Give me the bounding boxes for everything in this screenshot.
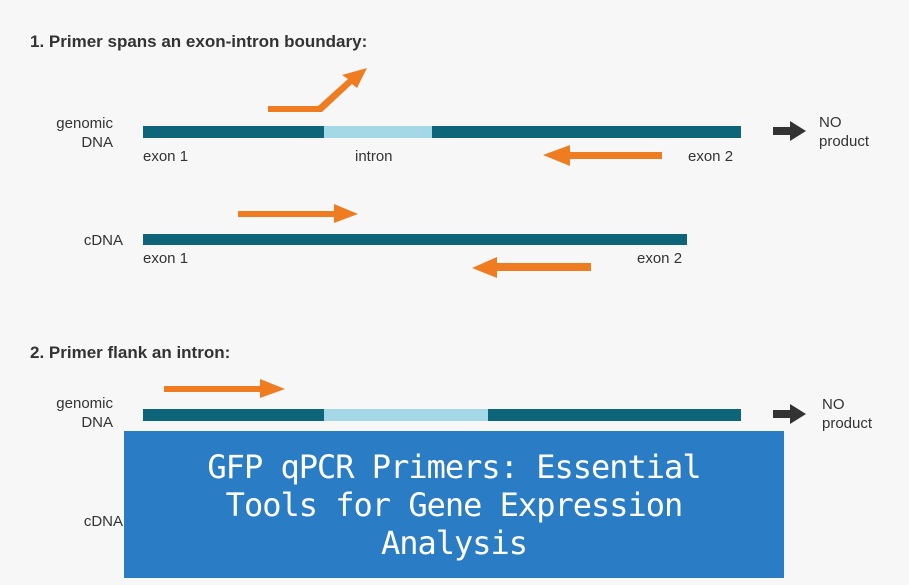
title-overlay-banner: GFP qPCR Primers: Essential Tools for Ge… — [124, 431, 784, 578]
s2-product-line2: product — [822, 415, 873, 432]
s2-genomic-label-line1: genomic — [56, 395, 113, 412]
s1-cdna-label: cDNA — [83, 232, 123, 249]
s2-genomic-intron-segment — [324, 409, 488, 421]
s2-product-label: NO product — [822, 395, 872, 433]
s1-genomic-label-line1: genomic — [56, 115, 113, 132]
s2-cdna-label: cDNA — [83, 513, 123, 530]
s1-product-line2: product — [819, 133, 870, 150]
s2-genomic-label-line2: DNA — [81, 414, 113, 431]
s2-genomic-exon2-segment — [488, 409, 741, 421]
s1-genomic-reverse-primer — [543, 145, 662, 166]
s1-genomic-label: genomic DNA — [23, 114, 113, 152]
s2-product-line1: NO — [822, 396, 845, 413]
s1-genomic-label-line2: DNA — [81, 134, 113, 151]
s1-cdna-exon1-label: exon 1 — [143, 250, 189, 267]
s2-product-arrow-icon — [773, 404, 806, 424]
s1-cdna-forward-primer — [238, 204, 358, 223]
s1-genomic-forward-primer — [268, 68, 367, 112]
s1-genomic-intron-segment — [324, 126, 432, 138]
s1-product-line1: NO — [819, 114, 842, 131]
s2-genomic-exon1-segment — [143, 409, 324, 421]
s2-genomic-forward-primer — [164, 379, 285, 398]
s1-cdna-reverse-primer — [472, 257, 591, 278]
s1-genomic-exon2-label: exon 2 — [688, 148, 734, 165]
s1-cdna-exon2-label: exon 2 — [637, 250, 683, 267]
section1-title: 1. Primer spans an exon-intron boundary: — [30, 32, 368, 51]
s1-genomic-exon1-segment — [143, 126, 324, 138]
section2-title: 2. Primer flank an intron: — [30, 343, 231, 362]
s1-genomic-exon2-segment — [432, 126, 741, 138]
s1-product-arrow-icon — [773, 121, 806, 141]
s2-genomic-label: genomic DNA — [23, 394, 113, 432]
s1-product-label: NO product — [819, 113, 869, 151]
overlay-title: GFP qPCR Primers: Essential Tools for Ge… — [207, 447, 701, 562]
s1-genomic-intron-label: intron — [355, 148, 393, 165]
s1-genomic-exon1-label: exon 1 — [143, 148, 189, 165]
s1-cdna-bar — [143, 234, 687, 245]
